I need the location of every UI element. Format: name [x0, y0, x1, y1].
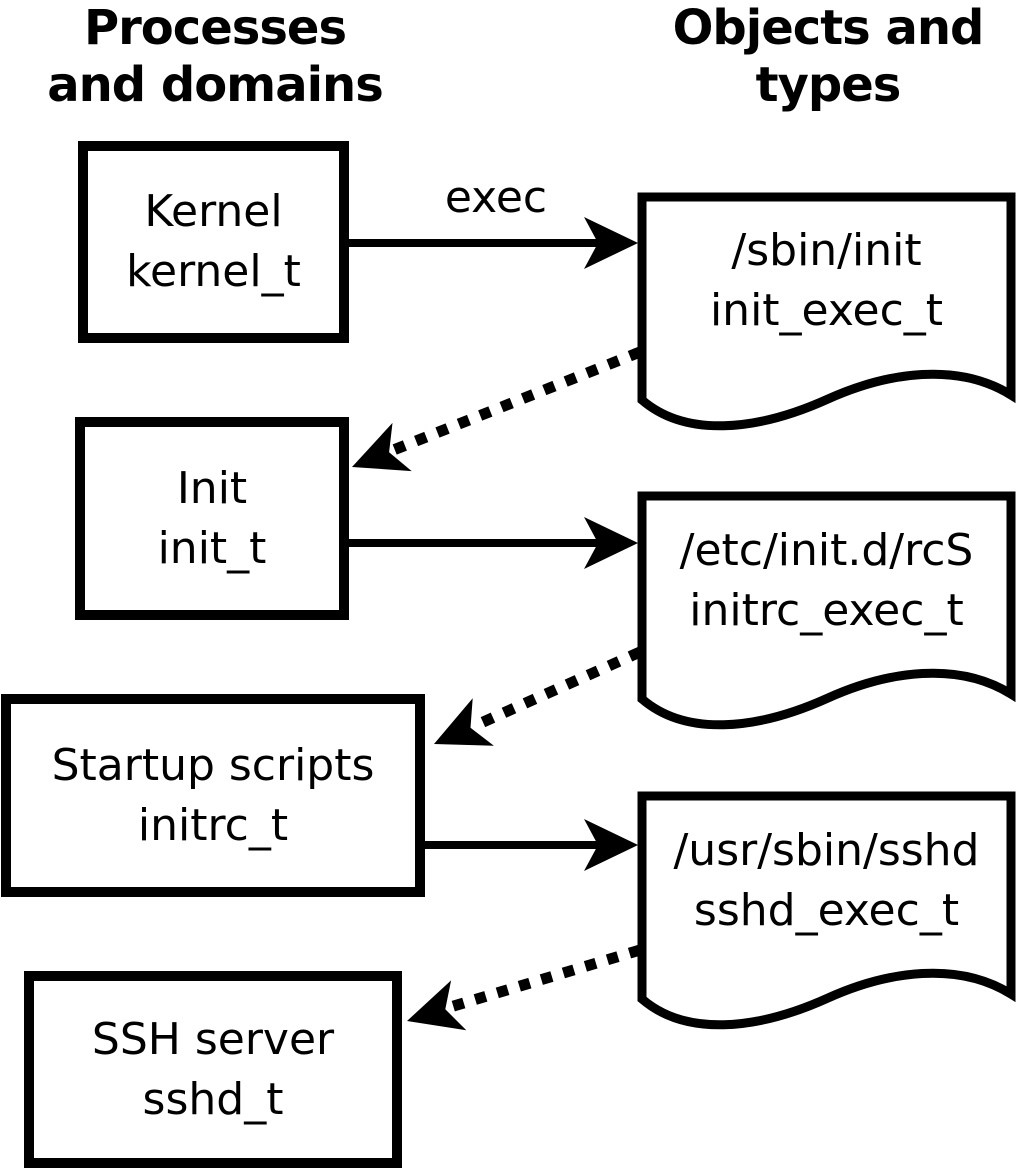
object-label-usr-sbin-sshd: /usr/sbin/sshd sshd_exec_t	[638, 821, 1015, 941]
object-path: /etc/init.d/rcS	[679, 525, 974, 576]
column-header-processes: Processes and domains	[47, 0, 384, 114]
transition-arrowhead-initrc-exec-to-initrc	[434, 698, 494, 746]
process-domain: sshd_t	[142, 1073, 284, 1125]
process-domain: initrc_t	[137, 799, 289, 851]
object-type: initrc_exec_t	[689, 585, 964, 636]
header-line: Processes	[83, 0, 347, 56]
process-domain: init_t	[157, 522, 267, 574]
object-label-sbin-init: /sbin/init init_exec_t	[638, 221, 1015, 341]
transition-arrow-sshd-exec-to-sshd	[445, 944, 642, 1014]
process-box-startup-scripts: Startup scripts initrc_t	[1, 694, 425, 897]
header-line: and domains	[47, 57, 384, 113]
exec-arrowhead-startup-to-sshd	[584, 819, 638, 871]
object-path: /usr/sbin/sshd	[673, 825, 980, 876]
column-header-objects: Objects and types	[672, 0, 985, 114]
process-box-init: Init init_t	[75, 417, 349, 620]
process-box-ssh-server: SSH server sshd_t	[24, 971, 402, 1168]
process-domain: kernel_t	[126, 246, 301, 297]
object-type: sshd_exec_t	[693, 885, 960, 936]
header-line: types	[755, 57, 902, 113]
transition-arrowhead-init-exec-to-init	[352, 422, 412, 472]
object-label-etc-initd-rcs: /etc/init.d/rcS initrc_exec_t	[638, 521, 1015, 641]
object-path: /sbin/init	[731, 225, 922, 276]
process-box-kernel: Kernel kernel_t	[78, 141, 349, 343]
exec-arrowhead-kernel-to-sbin-init	[584, 217, 638, 269]
transition-arrow-init-exec-to-init	[388, 346, 643, 457]
process-name: Kernel	[144, 186, 283, 237]
exec-arrow-label: exec	[444, 172, 548, 223]
process-name: Startup scripts	[51, 739, 375, 791]
process-name: SSH server	[91, 1013, 335, 1065]
header-line: Objects and	[672, 0, 985, 56]
process-name: Init	[176, 462, 248, 514]
transition-arrow-initrc-exec-to-initrc	[469, 646, 643, 733]
object-type: init_exec_t	[709, 285, 944, 336]
transition-arrowhead-sshd-exec-to-sshd	[407, 980, 467, 1031]
exec-arrowhead-init-to-rcs	[584, 517, 638, 569]
